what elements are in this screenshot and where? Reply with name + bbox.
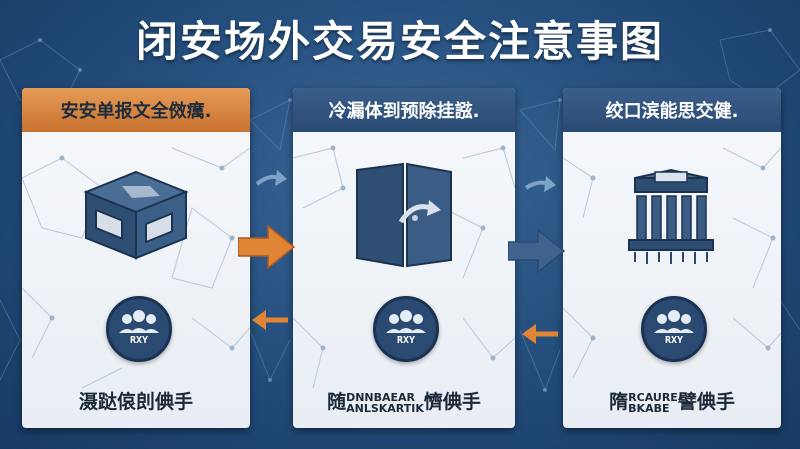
badge-label: RXY	[129, 335, 149, 346]
step-panel-1: 安安单报文全傚癘. RXY 滠跶偯剆倎手	[22, 88, 250, 428]
trader-group-badge: RXY	[373, 296, 439, 362]
footer-sub-line-1: RCAURE	[628, 390, 678, 404]
panel-footer: 滠跶偯剆倎手	[78, 391, 193, 413]
big-arrow-right-icon	[508, 228, 566, 274]
people-icon	[654, 310, 694, 333]
badge-label: RXY	[396, 335, 416, 346]
small-arrow-right-icon	[255, 170, 287, 186]
door-icon	[356, 162, 452, 268]
badge-label: RXY	[664, 335, 684, 346]
footer-head: 随	[327, 391, 347, 413]
cube-icon	[83, 170, 189, 260]
panel-network	[563, 147, 781, 379]
people-icon	[386, 310, 426, 333]
trader-group-badge: RXY	[641, 296, 707, 362]
small-arrow-left-icon	[522, 324, 558, 344]
footer-tail: 譬倎手	[677, 391, 735, 413]
big-arrow-right-icon	[238, 224, 296, 270]
people-icon	[119, 310, 159, 333]
footer-sub-line-2: ANLSKARTIK	[346, 401, 424, 415]
trader-group-badge: RXY	[106, 296, 172, 362]
panel-header: 绞口滨能思交健.	[563, 88, 781, 132]
panel-network	[293, 145, 515, 389]
footer-tail: 懠倎手	[423, 391, 481, 413]
small-arrow-right-icon	[524, 176, 556, 192]
footer-sub-line-1: DNNBAEAR	[346, 390, 416, 404]
panel-header: 安安单报文全傚癘.	[22, 88, 250, 132]
page-title: 闭安场外交易安全注意事图	[135, 17, 664, 66]
footer-head: 隋	[609, 391, 629, 413]
small-arrow-left-icon	[252, 310, 288, 330]
building-icon	[628, 168, 714, 264]
footer-sub-line-2: BKABE	[628, 401, 670, 415]
panel-header: 冷漏体到预除挂誸.	[293, 88, 515, 132]
